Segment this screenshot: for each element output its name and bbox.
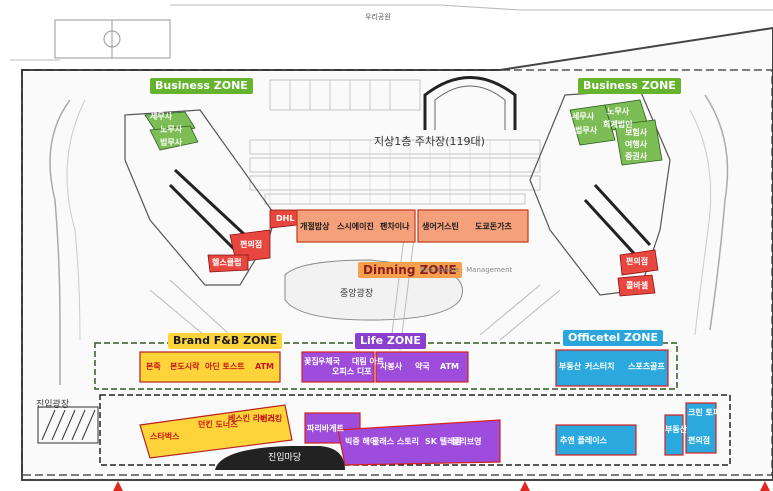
shop-label: 글래스 스토리 — [372, 437, 419, 446]
shop-label: SK 텔레콤 — [425, 437, 462, 446]
business-right-units — [569, 99, 663, 166]
life-row1-units — [301, 351, 469, 383]
shop-label: 스시에이진 — [337, 222, 374, 231]
shop-label: 올리브영 — [452, 437, 482, 446]
shop-label: 꽃집 — [304, 357, 319, 366]
site-boundary — [21, 26, 773, 481]
shop-label: 법무사 — [575, 126, 598, 135]
shop-label: 파리바게트 — [307, 424, 344, 433]
shop-label: 사봉사 — [380, 362, 403, 371]
shop-label: 보험사 — [625, 128, 648, 137]
office-row2-units — [555, 402, 717, 456]
red-left-units — [207, 209, 298, 273]
entrance-hatch — [37, 406, 99, 444]
shop-label: 도쿄돈가츠 — [475, 222, 512, 231]
officetel-zone-tag: Officetel ZONE — [563, 330, 663, 346]
shop-label: 세무사 — [150, 112, 173, 121]
shop-label: 콜바셀 — [626, 281, 649, 290]
shop-label: 편의점 — [688, 436, 711, 445]
shop-label: 버거킹 — [260, 414, 283, 423]
shop-label: 크린 토피아 — [688, 408, 728, 417]
office-row1-units — [555, 349, 669, 387]
life-row2-units — [304, 412, 501, 466]
shop-label: 노무사 — [607, 107, 630, 116]
red-right-units — [617, 249, 659, 297]
business-zone-left-tag: Business ZONE — [150, 78, 253, 94]
shop-label: DHL — [276, 214, 295, 223]
shop-label: 여행사 — [625, 140, 648, 149]
entrance-plaza-label: 진입광장 — [36, 400, 70, 410]
shop-label: 개절밥상 — [300, 222, 330, 231]
left-building — [124, 109, 276, 286]
shop-label: 팬차이나 — [380, 222, 410, 231]
garden-label: 진입마당 — [268, 453, 302, 463]
shop-label: 골프 — [650, 362, 665, 371]
shop-label: 편의점 — [240, 240, 263, 249]
shop-label: 본죽 — [146, 362, 161, 371]
shop-label: 생어거스틴 — [422, 222, 459, 231]
entrance-garden — [215, 446, 345, 470]
shop-label: 헬스클럽 — [212, 258, 242, 267]
shop-label: ATM — [255, 362, 274, 371]
shop-label: 추앤 플레이스 — [560, 436, 607, 445]
lower-frontage-row — [99, 394, 731, 466]
shop-label: 부동산 — [559, 362, 582, 371]
business-left-units — [144, 111, 199, 151]
central-plaza-label: 중앙광장 — [340, 289, 374, 299]
shop-label: 편의점 — [626, 257, 649, 266]
shop-label: 약국 — [415, 362, 430, 371]
brand-zone-tag: Brand F&B ZONE — [168, 333, 283, 349]
shop-label: 스포츠 — [628, 362, 651, 371]
parking-label: 지상1층 주차장(119대) — [374, 135, 485, 148]
shop-label: 노무사 — [160, 125, 183, 134]
shop-label: 빅중 해어 — [345, 437, 378, 446]
shop-label: 아딘 토스트 — [205, 362, 245, 371]
shop-label: 오피스 디포 — [332, 367, 372, 376]
shop-label: 던킨 도너츠 — [198, 420, 238, 429]
shop-label: ATM — [440, 362, 459, 371]
business-zone-right-tag: Business ZONE — [578, 78, 681, 94]
shop-label: 증권사 — [625, 152, 648, 161]
parking-grid — [249, 79, 541, 205]
shop-label: 본도시락 — [170, 362, 200, 371]
shop-label: 법무사 — [160, 138, 183, 147]
shop-label: 우체국 — [318, 357, 341, 366]
parking-ramp — [423, 76, 517, 130]
life-zone-tag: Life ZONE — [355, 333, 426, 349]
brand-row1-units — [139, 351, 281, 383]
brand-row2-units — [139, 404, 293, 459]
shop-label: 커스터치 — [585, 362, 615, 371]
shop-label: 스타벅스 — [150, 432, 180, 441]
shop-label: 세무사 — [572, 112, 595, 121]
shop-label: 회계법인 — [603, 120, 633, 129]
shop-label: 부동산 — [665, 425, 688, 434]
park-label: 우리공원 — [365, 13, 391, 21]
shop-label: 베스킨 라빈스 — [228, 414, 275, 423]
shop-label: 대림 아트 — [352, 357, 385, 366]
dining-units — [296, 209, 529, 243]
watermark-label: Real Estate · Management — [420, 266, 513, 274]
dining-zone-tag: Dinning ZONE — [358, 262, 462, 278]
